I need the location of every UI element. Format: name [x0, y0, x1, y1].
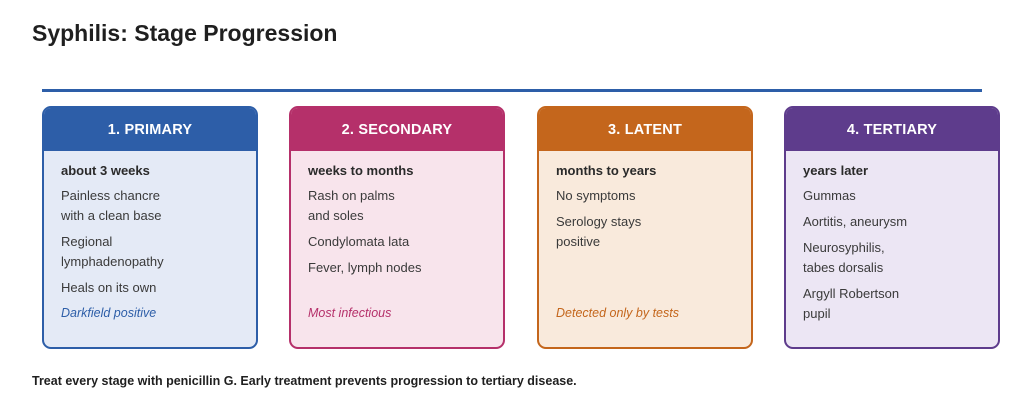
stage-item: Condylomata lata [308, 234, 410, 249]
stage-title: 4. TERTIARY [846, 121, 938, 138]
stage-item: Regional lymphadenopathy [61, 234, 164, 269]
stage-item: Aortitis, aneurysm [803, 214, 908, 229]
stage-title: 1. PRIMARY [107, 121, 193, 138]
stage-body: weeks to months Rash on palms and soles … [291, 151, 503, 347]
stage-card-tertiary: 4. TERTIARY years later Gummas Aortitis,… [784, 106, 1000, 349]
stage-card-primary: 1. PRIMARY about 3 weeks Painless chancr… [42, 106, 258, 349]
page-title: Syphilis: Stage Progression [32, 20, 338, 46]
stage-item: Painless chancre with a clean base [61, 188, 162, 223]
stage-header: 2. SECONDARY [291, 108, 503, 151]
stage-title: 3. LATENT [607, 121, 683, 138]
stage-item: Heals on its own [61, 280, 157, 295]
stage-body: about 3 weeks Painless chancre with a cl… [44, 151, 256, 347]
stage-card-secondary: 2. SECONDARY weeks to months Rash on pal… [289, 106, 505, 349]
stage-item: Argyll Robertson pupil [803, 286, 900, 321]
stage-duration: about 3 weeks [61, 163, 150, 178]
stage-body: months to years No symptoms Serology sta… [539, 151, 751, 347]
stage-item: No symptoms [556, 188, 636, 203]
stage-duration: years later [803, 163, 869, 178]
stage-body: years later Gummas Aortitis, aneurysm Ne… [786, 151, 998, 347]
stage-card-latent: 3. LATENT months to years No symptoms Se… [537, 106, 753, 349]
treatment-caption: Treat every stage with penicillin G. Ear… [32, 374, 577, 388]
stage-footnote: Darkfield positive [61, 306, 157, 320]
stage-title: 2. SECONDARY [341, 121, 453, 138]
stage-item: Gummas [803, 188, 856, 203]
stage-footnote: Most infectious [308, 306, 392, 320]
stage-item: Fever, lymph nodes [308, 260, 422, 275]
stage-duration: months to years [556, 163, 657, 178]
stage-header: 3. LATENT [539, 108, 751, 151]
stage-item: Neurosyphilis, tabes dorsalis [803, 240, 885, 275]
stage-item: Rash on palms and soles [308, 188, 395, 223]
stage-header: 1. PRIMARY [44, 108, 256, 151]
stage-footnote: Detected only by tests [556, 306, 679, 320]
stage-header: 4. TERTIARY [786, 108, 998, 151]
header-divider [42, 89, 982, 92]
stage-duration: weeks to months [308, 163, 414, 178]
stage-item: Serology stays positive [556, 214, 642, 249]
